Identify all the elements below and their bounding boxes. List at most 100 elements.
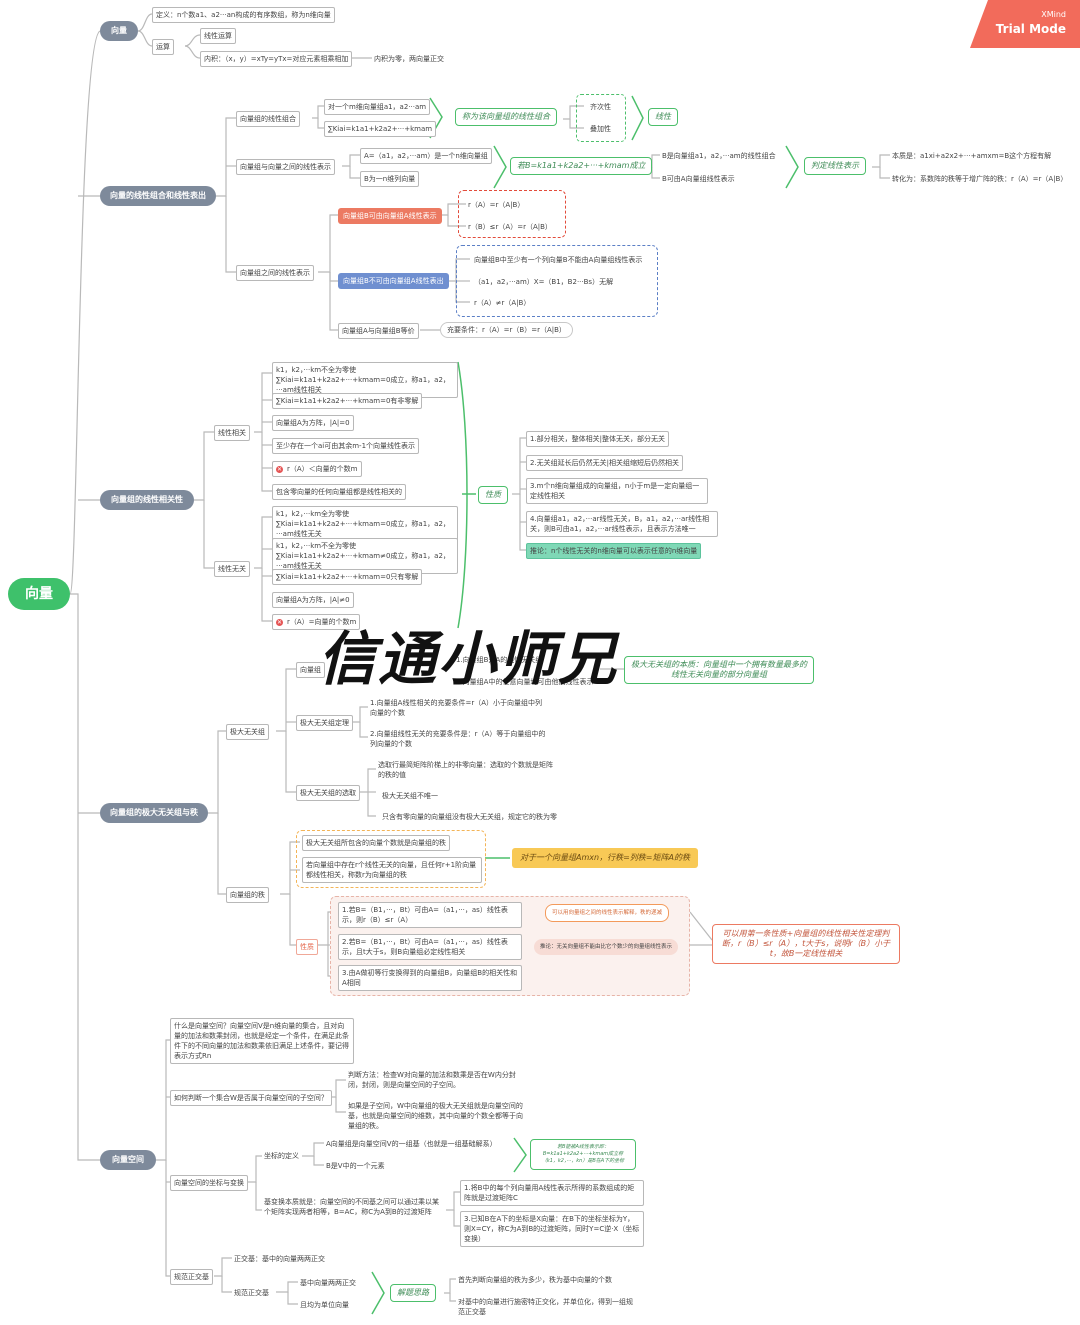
linear-operation-node[interactable]: 线性运算 <box>200 28 236 44</box>
conversion-node[interactable]: 转化为：系数阵的秩等于增广阵的秩：r（A）=r（A|B） <box>892 175 1068 183</box>
condition-result-2[interactable]: B可由A向量组线性表示 <box>662 175 735 183</box>
transition-matrix-1[interactable]: 1.将B中的每个列向量用A线性表示所得的系数组成的矩阵就是过渡矩阵C <box>460 1180 644 1206</box>
orthonormal-cond-1[interactable]: 基中向量两两正交 <box>300 1279 356 1287</box>
combination-item-a[interactable]: 对一个m维向量组a1，a2···am <box>324 99 431 115</box>
selection-1[interactable]: 选取行最简矩阵阶梯上的非零向量：选取的个数就是矩阵的秩的值 <box>378 761 553 779</box>
maximal-essence[interactable]: 极大无关组的本质：向量组中一个拥有数量最多的线性无关向量的部分向量组 <box>624 656 814 684</box>
condition-node[interactable]: 若B=k1a1+k2a2+···+kmam成立 <box>510 157 653 175</box>
vector-definition[interactable]: 定义：n个数a1、a2···an构成的有序数组，称为n维向量 <box>152 7 335 23</box>
dependent-node[interactable]: 线性相关 <box>214 425 250 441</box>
rank-node[interactable]: 向量组的秩 <box>226 887 269 903</box>
rank-property-1[interactable]: 1.若B=（B1，···，Bt）可由A=（a1，···，as）线性表示，则r（B… <box>338 902 522 928</box>
independent-def-1[interactable]: k1，k2，···km全为零使∑Kiai=k1a1+k2a2+···+kmam=… <box>272 506 458 542</box>
maximal-independent-node[interactable]: 极大无关组 <box>226 724 269 740</box>
coordinate-definition-node[interactable]: 坐标的定义 <box>264 1152 299 1160</box>
coordinate-def-1[interactable]: A向量组是向量空间V的一组基（也就是一组基础解系） <box>326 1140 497 1148</box>
independent-node[interactable]: 线性无关 <box>214 561 250 577</box>
maximal-definition-2[interactable]: 2.向量组A中的任意向量均可由他们线性表示 <box>456 678 594 686</box>
not-representable-cond-2[interactable]: （a1，a2，···am）X=（B1，B2···Bs）无解 <box>474 278 614 286</box>
dependent-def-2[interactable]: ∑Kiai=k1a1+k2a2+···+kmam=0有非零解 <box>272 393 423 409</box>
not-representable-cond-1[interactable]: 向量组B中至少有一个列向量B不能由A向量组线性表示 <box>474 256 643 264</box>
homogeneity-node[interactable]: 齐次性 <box>590 103 611 111</box>
equivalence-node[interactable]: 向量组A与向量组B等价 <box>338 323 419 339</box>
solution-step-1[interactable]: 首先判断向量组的秩为多少，秩为基中向量的个数 <box>458 1276 612 1284</box>
vector-representation-node[interactable]: 向量组与向量之间的线性表示 <box>236 159 335 175</box>
maximal-definition-node[interactable]: 向量组 <box>296 662 325 678</box>
maximal-selection-node[interactable]: 极大无关组的选取 <box>296 785 360 801</box>
selection-2[interactable]: 极大无关组不唯一 <box>382 792 438 800</box>
not-representable-node[interactable]: 向量组B不可由向量组A线性表出 <box>338 273 449 289</box>
representable-node[interactable]: 向量组B可由向量组A线性表示 <box>338 208 442 224</box>
orthogonal-basis[interactable]: 正交基：基中的向量两两正交 <box>234 1255 325 1263</box>
rank-property-2-note[interactable]: 推论：无关向量组不能由比它个数少的向量组线性表示 <box>534 939 679 955</box>
transition-matrix-2[interactable]: 3.已知B在A下的坐标是X向量：在B下的坐标坐标为Y，则X=CY，称C为A到B的… <box>460 1211 644 1247</box>
representable-cond-2[interactable]: r（B）≤r（A）=r（A|B） <box>468 223 552 231</box>
branch-vector[interactable]: 向量 <box>100 21 138 41</box>
branch-linear-dependence[interactable]: 向量组的线性相关性 <box>100 490 194 510</box>
theorem-1[interactable]: 1.向量组A线性相关的充要条件=r（A）小于向量组中列向量的个数 <box>370 699 542 717</box>
dependent-def-1[interactable]: k1，k2，···km不全为零使∑Kiai=k1a1+k2a2+···+kmam… <box>272 362 458 398</box>
rank-property-2[interactable]: 2.若B=（B1，···，Bt）可由A=（a1，···，as）线性表示，且t大于… <box>338 934 522 960</box>
rank-property-3[interactable]: 3.由A做初等行变换得到的向量组B，向量组B的相关性和A相同 <box>338 965 522 991</box>
selection-3[interactable]: 只含有零向量的向量组没有极大无关组，规定它的秩为零 <box>382 813 557 821</box>
additivity-node[interactable]: 叠加性 <box>590 125 611 133</box>
property-2[interactable]: 2.无关组延长后仍然无关|相关组缩短后仍然相关 <box>526 455 684 471</box>
rank-definition-2[interactable]: 若向量组中存在r个线性无关的向量，且任何r+1阶向量都线性相关，称数r为向量组的… <box>302 857 482 883</box>
condition-result-1[interactable]: B是向量组a1，a2，···am的线性组合 <box>662 152 776 160</box>
group-representation-node[interactable]: 向量组之间的线性表示 <box>236 265 314 281</box>
combination-item-b[interactable]: ∑Kiai=k1a1+k2a2+···+kmam <box>324 121 437 137</box>
representation-a[interactable]: A=（a1，a2，···am）是一个n维向量组 <box>360 148 492 164</box>
coordinate-note[interactable]: 若B能被A线性表示即：B=k1a1+k2a2+···+kmam成立称（k1，k2… <box>530 1139 636 1170</box>
branch-maximal-independent[interactable]: 向量组的极大无关组与秩 <box>100 803 208 823</box>
representable-cond-1[interactable]: r（A）=r（A|B） <box>468 201 525 209</box>
dependent-def-6[interactable]: 包含零向量的任何向量组都是线性相关的 <box>272 484 406 500</box>
not-representable-cond-3[interactable]: r（A）≠r（A|B） <box>474 299 531 307</box>
inner-product-note[interactable]: 内积为零，两向量正交 <box>374 55 444 63</box>
operation-node[interactable]: 运算 <box>152 39 174 55</box>
vector-group-combination[interactable]: 向量组的线性组合 <box>236 111 300 127</box>
trial-badge[interactable]: XMind Trial Mode <box>970 0 1080 48</box>
independent-def-5[interactable]: ✕r（A）=向量的个数m <box>272 614 361 630</box>
root-node[interactable]: 向量 <box>8 578 70 610</box>
independent-def-3[interactable]: ∑Kiai=k1a1+k2a2+···+kmam=0只有零解 <box>272 569 423 585</box>
maximal-theorem-node[interactable]: 极大无关组定理 <box>296 715 353 731</box>
inner-product-node[interactable]: 内积：（x，y）=xTy=yTx=对应元素相乘相加 <box>200 51 353 67</box>
linearity-node[interactable]: 线性 <box>648 108 678 126</box>
orthonormal-cond-2[interactable]: 且均为单位向量 <box>300 1301 349 1309</box>
judge-representation-node[interactable]: 判定线性表示 <box>804 157 866 175</box>
solution-idea-node[interactable]: 解题思路 <box>390 1284 436 1302</box>
representation-b[interactable]: B为一n维列向量 <box>360 171 420 187</box>
property-3[interactable]: 3.m个n维向量组成的向量组，n小于m是一定向量组一定线性相关 <box>526 478 708 504</box>
rank-definition-1[interactable]: 极大无关组所包含的向量个数就是向量组的秩 <box>302 835 450 851</box>
subspace-basis[interactable]: 如果是子空间，W中向量组的极大无关组就是向量空间的基，也就是向量空间的维数，其中… <box>348 1102 523 1130</box>
rank-property-node[interactable]: 性质 <box>296 939 318 955</box>
coordinate-def-2[interactable]: B是V中的一个元素 <box>326 1162 385 1170</box>
property-4[interactable]: 4.向量组a1，a2，···ar线性无关，B，a1，a2，···ar线性相关，则… <box>526 511 718 537</box>
branch-linear-combination[interactable]: 向量的线性组合和线性表出 <box>100 186 216 206</box>
dependent-def-4[interactable]: 至少存在一个ai可由其余m-1个向量线性表示 <box>272 438 420 454</box>
subspace-question[interactable]: 如何判断一个集合W是否属于向量空间的子空间？ <box>170 1090 332 1106</box>
independent-def-4[interactable]: 向量组A为方阵，|A|≠0 <box>272 592 354 608</box>
orthonormal-sub-node[interactable]: 规范正交基 <box>234 1289 269 1297</box>
subspace-method[interactable]: 判断方法：检查W对向量的加法和数乘是否在W内分封闭，封闭，则是向量空间的子空间。 <box>348 1071 516 1089</box>
theorem-2[interactable]: 2.向量组线性无关的充要条件是：r（A）等于向量组中的列向量的个数 <box>370 730 546 748</box>
basis-transform-node[interactable]: 基变换本质就是：向量空间的不同基之间可以通过乘以某个矩阵实现两者相等，B=AC，… <box>264 1198 439 1216</box>
property-corollary[interactable]: 推论：n个线性无关的n维向量可以表示任意的n维向量 <box>526 543 702 559</box>
rank-conclusion[interactable]: 可以用第一条性质+向量组的线性相关性定理判断，r（B）≤r（A），t大于s，说明… <box>712 924 900 964</box>
rank-equality-note[interactable]: 对于一个向量组Amxn，行秩=列秩=矩阵A的秩 <box>512 848 698 868</box>
solution-step-2[interactable]: 对基中的向量进行施密特正交化，并单位化，得到一组规范正交基 <box>458 1298 633 1316</box>
property-1[interactable]: 1.部分相关，整体相关|整体无关，部分无关 <box>526 431 670 447</box>
what-is-vector-space[interactable]: 什么是向量空间？向量空间V是n维向量的集合，且对向量的加法和数乘封闭，也就是经定… <box>170 1018 354 1064</box>
essence-node[interactable]: 本质是：a1xi+a2x2+···+amxm=B这个方程有解 <box>892 152 1052 160</box>
branch-vector-space[interactable]: 向量空间 <box>100 1150 156 1170</box>
orthonormal-basis-node[interactable]: 规范正交基 <box>170 1269 213 1285</box>
rank-property-1-note[interactable]: 可以用向量组之间的线性表示解释，秩的递减 <box>545 904 670 922</box>
dependent-def-5[interactable]: ✕r（A）＜向量的个数m <box>272 461 362 477</box>
equivalence-condition[interactable]: 充要条件：r（A）=r（B）=r（A|B） <box>440 322 573 338</box>
called-combination-note[interactable]: 称为该向量组的线性组合 <box>455 108 557 126</box>
dependent-def-3[interactable]: 向量组A为方阵，|A|=0 <box>272 415 354 431</box>
coordinate-transform-node[interactable]: 向量空间的坐标与变换 <box>170 1175 248 1191</box>
property-node[interactable]: 性质 <box>478 486 508 504</box>
maximal-definition-1[interactable]: 1.向量组B是A的线性无关组 <box>456 656 543 664</box>
independent-def-2[interactable]: k1，k2，···km不全为零使∑Kiai=k1a1+k2a2+···+kmam… <box>272 538 458 574</box>
